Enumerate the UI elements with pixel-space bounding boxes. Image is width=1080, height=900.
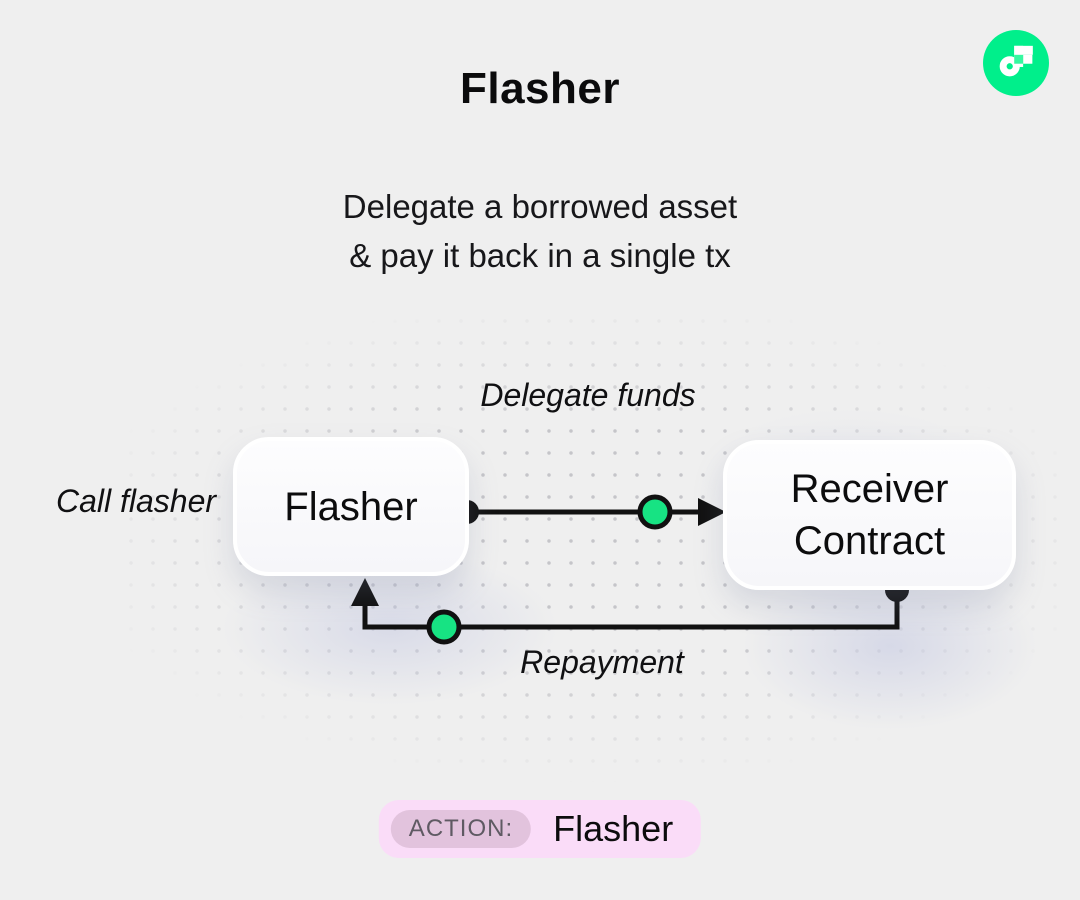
- action-label-chip: ACTION:: [390, 810, 532, 848]
- flow-logo-icon: [983, 30, 1049, 96]
- delegate-arrow: [455, 494, 726, 530]
- edge-label-repayment: Repayment: [520, 644, 684, 680]
- node-receiver-label: Receiver Contract: [790, 467, 949, 563]
- page-subtitle: Delegate a borrowed asset & pay it back …: [0, 182, 1080, 280]
- action-value: Flasher: [553, 808, 674, 849]
- subtitle-line-1: Delegate a borrowed asset: [342, 188, 738, 225]
- edge-label-delegate-funds: Delegate funds: [480, 377, 696, 413]
- action-badge: ACTION: Flasher: [378, 800, 702, 858]
- side-label-call-flasher: Call flasher: [55, 483, 217, 519]
- node-flasher-label: Flasher: [284, 484, 418, 529]
- arrowhead-right: [698, 498, 726, 526]
- page-title: Flasher: [459, 64, 620, 113]
- node-flasher: Flasher: [233, 437, 469, 576]
- token-dot-delegate: [637, 494, 673, 530]
- node-receiver-contract: Receiver Contract: [723, 440, 1016, 590]
- token-dot-repayment: [426, 609, 462, 645]
- arrowhead-up: [351, 578, 379, 606]
- subtitle-line-2: & pay it back in a single tx: [349, 237, 731, 274]
